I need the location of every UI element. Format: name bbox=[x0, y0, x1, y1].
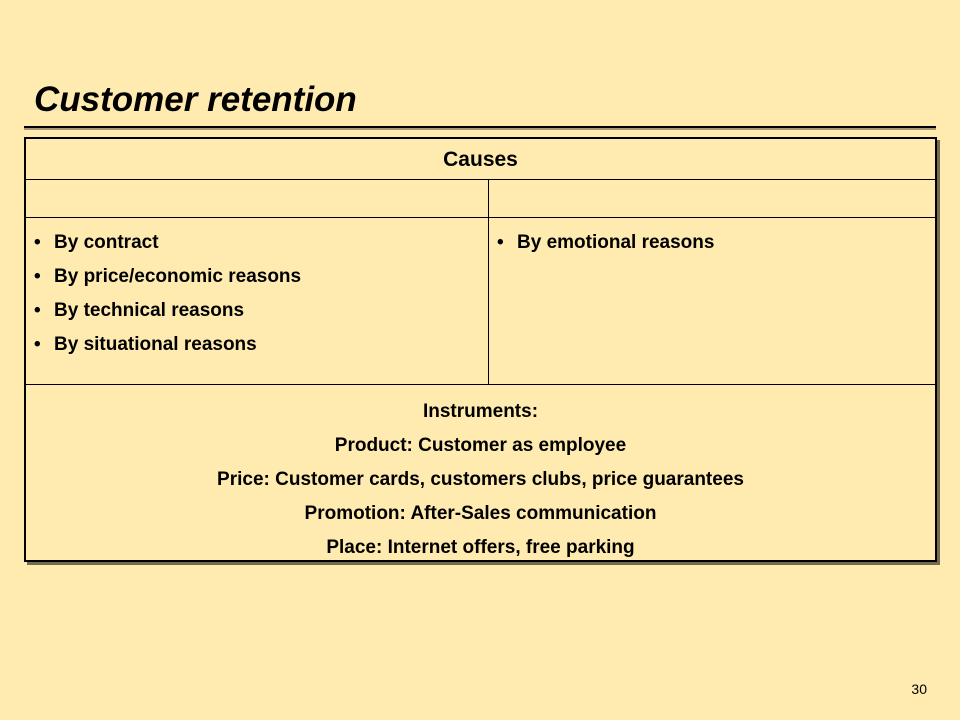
page-number: 30 bbox=[911, 681, 927, 697]
list-item: By situational reasons bbox=[34, 328, 488, 362]
list-item: By contract bbox=[34, 226, 488, 260]
title-underline bbox=[24, 126, 936, 128]
column-divider bbox=[488, 180, 489, 218]
right-reasons-cell: By emotional reasons bbox=[489, 218, 935, 260]
column-divider bbox=[488, 218, 489, 385]
reasons-row bbox=[26, 218, 935, 385]
left-reasons-cell: By contract By price/economic reasons By… bbox=[26, 218, 488, 362]
empty-row bbox=[26, 180, 935, 218]
list-item: By price/economic reasons bbox=[34, 260, 488, 294]
causes-header: Causes bbox=[26, 139, 935, 180]
left-reasons-list: By contract By price/economic reasons By… bbox=[26, 218, 488, 362]
instrument-price: Price: Customer cards, customers clubs, … bbox=[217, 469, 744, 490]
instruments-cell: Instruments: Product: Customer as employ… bbox=[26, 385, 935, 560]
instrument-product: Product: Customer as employee bbox=[334, 435, 627, 456]
retention-table: Causes By contract By price/economic rea… bbox=[24, 137, 937, 562]
list-item: By technical reasons bbox=[34, 294, 488, 328]
list-item: By emotional reasons bbox=[497, 226, 935, 260]
right-reasons-list: By emotional reasons bbox=[489, 218, 935, 260]
instrument-promotion: Promotion: After-Sales communication bbox=[304, 503, 657, 524]
slide-title: Customer retention bbox=[34, 80, 357, 119]
instruments-heading: Instruments: bbox=[422, 401, 539, 422]
instrument-place: Place: Internet offers, free parking bbox=[326, 537, 635, 558]
